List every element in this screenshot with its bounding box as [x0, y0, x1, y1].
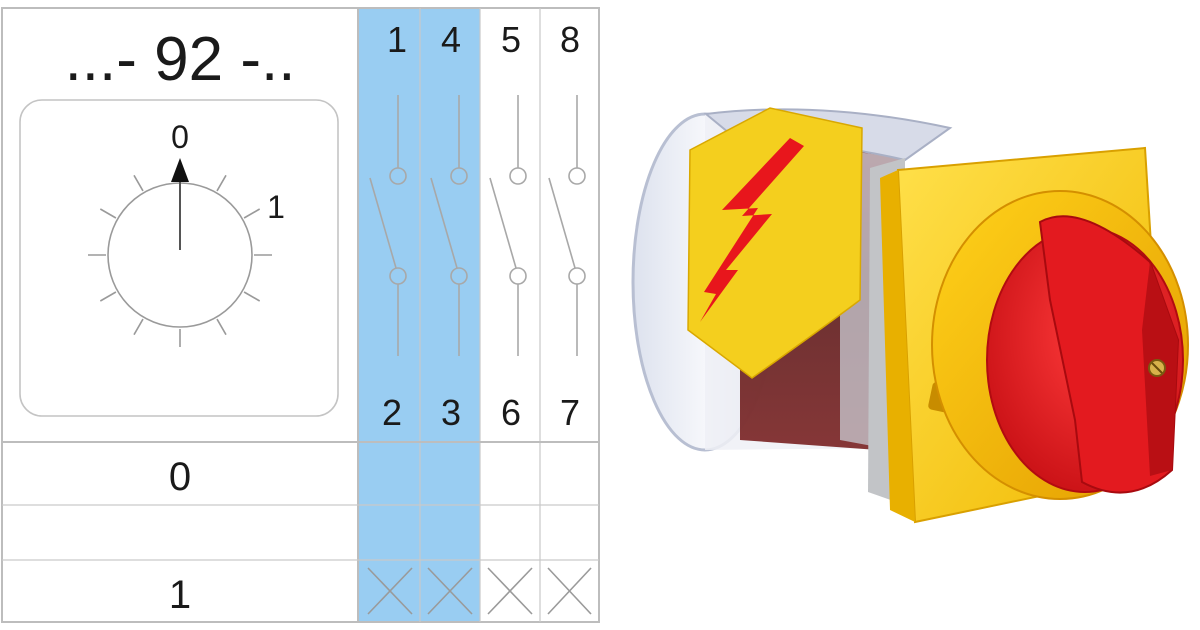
dial-tick	[243, 291, 261, 302]
dial-tick	[216, 318, 227, 336]
dial-tick	[216, 174, 227, 192]
contact-blade	[430, 177, 458, 269]
dial-tick	[99, 208, 117, 219]
terminal-top-2: 4	[441, 19, 461, 60]
contact-terminal-bottom	[568, 267, 586, 285]
front-plate-side	[880, 170, 915, 522]
dial-tick	[133, 318, 144, 336]
table-row-position-1: 1	[169, 573, 191, 617]
highlight-band-terminals	[358, 324, 480, 442]
contact-terminal-top	[450, 167, 468, 185]
product-photo	[631, 107, 1189, 524]
schematic-frame	[1, 7, 600, 623]
knob-screw-slot	[1151, 362, 1163, 374]
schematic: ...- 92 -.. 0 1 1 4 5 8 2 3 6 7 0 1	[1, 7, 600, 623]
highlight-band	[358, 8, 480, 324]
contact-blade	[369, 177, 397, 269]
closed-contact-mark	[547, 567, 592, 615]
highlight-band-table	[358, 442, 480, 622]
dial: 0 1	[19, 99, 339, 417]
terminal-bottom-2: 3	[441, 392, 461, 433]
lightning-bolt-icon	[700, 138, 804, 322]
terminal-bottom-3: 6	[501, 392, 521, 433]
warning-label	[687, 107, 863, 379]
table-row-position-0: 0	[169, 455, 191, 499]
contact-terminal-top	[568, 167, 586, 185]
terminal-bottom-1: 2	[382, 392, 402, 433]
dial-ticks	[88, 174, 272, 347]
dial-tick	[133, 174, 144, 192]
contact-terminal-bottom	[509, 267, 527, 285]
contact-blade	[548, 177, 576, 269]
contact-symbols	[369, 95, 586, 356]
contact-blade	[489, 177, 517, 269]
closed-contact-mark	[367, 567, 413, 615]
dial-pointer-arrow-icon	[171, 158, 189, 182]
closed-contact-mark	[487, 567, 533, 615]
terminal-top-1: 1	[387, 19, 407, 60]
dial-tick	[243, 208, 261, 219]
closed-contact-marks	[367, 567, 592, 615]
dial-tick	[99, 291, 117, 302]
terminal-top-4: 8	[560, 19, 580, 60]
terminal-top-3: 5	[501, 19, 521, 60]
dial-plate	[19, 99, 339, 417]
dial-position-0: 0	[171, 119, 189, 155]
contact-terminal-top	[389, 167, 407, 185]
dial-position-1: 1	[267, 189, 285, 225]
closed-contact-mark	[427, 567, 473, 615]
program-label: ...- 92 -..	[65, 25, 296, 94]
contact-terminal-top	[509, 167, 527, 185]
terminal-bottom-4: 7	[560, 392, 580, 433]
